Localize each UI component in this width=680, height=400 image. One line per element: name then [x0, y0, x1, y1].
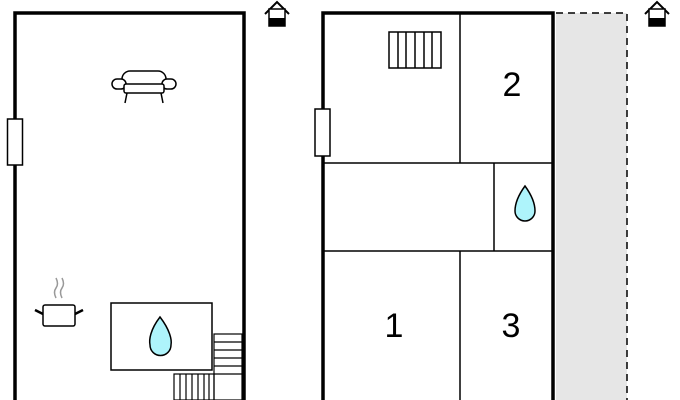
- sofa-icon: [111, 70, 177, 104]
- room-label-2: 2: [503, 66, 522, 104]
- radiator-icon: [388, 31, 442, 69]
- water-drop-icon: [514, 184, 536, 222]
- upper-floor: 2 1 3: [314, 11, 628, 400]
- stairs-icon: [173, 333, 243, 400]
- house-entrance-icon: [264, 0, 290, 27]
- water-drop-icon: [148, 315, 172, 357]
- interior-walls: [323, 13, 553, 400]
- window-icon: [314, 108, 331, 157]
- room-label-1: 1: [385, 307, 404, 345]
- house-entrance-icon: [644, 0, 670, 27]
- ground-floor: [6, 11, 246, 400]
- room-label-3: 3: [502, 307, 521, 345]
- outer-wall: [321, 11, 555, 400]
- window-icon: [6, 118, 24, 166]
- outside-area: [556, 13, 627, 400]
- outer-wall: [13, 11, 246, 400]
- cooking-pot-icon: [34, 277, 84, 327]
- dashed-boundary: [556, 12, 628, 400]
